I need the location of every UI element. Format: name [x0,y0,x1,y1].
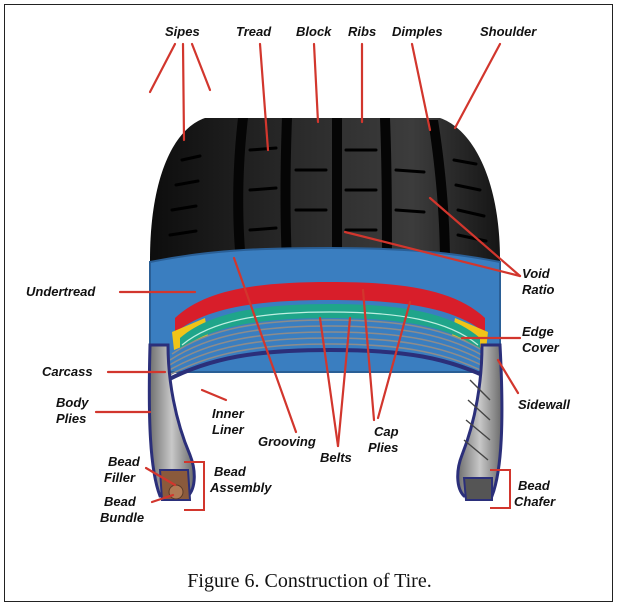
label-bead-chafer-1: Bead [518,478,551,493]
label-bead-chafer-2: Chafer [514,494,556,509]
label-carcass: Carcass [42,364,93,379]
label-bead-bundle-2: Bundle [100,510,144,525]
label-bead-assembly-2: Assembly [209,480,272,495]
label-bead-assembly-1: Bead [214,464,247,479]
label-undertread: Undertread [26,284,96,299]
label-ribs: Ribs [348,24,376,39]
label-belts: Belts [320,450,352,465]
label-cap-plies-1: Cap [374,424,399,439]
label-body-plies-2: Plies [56,411,86,426]
label-bead-filler-1: Bead [108,454,141,469]
label-void-ratio-2: Ratio [522,282,555,297]
bead-right [464,478,492,500]
label-sidewall: Sidewall [518,397,570,412]
label-inner-liner-1: Inner [212,406,245,421]
label-body-plies-1: Body [56,395,89,410]
label-sipes: Sipes [165,24,200,39]
label-bead-bundle-1: Bead [104,494,137,509]
figure-caption: Figure 6. Construction of Tire. [0,570,619,593]
label-tread: Tread [236,24,272,39]
label-grooving: Grooving [258,434,316,449]
label-bead-filler-2: Filler [104,470,136,485]
label-void-ratio-1: Void [522,266,551,281]
label-edge-cover-1: Edge [522,324,554,339]
label-shoulder: Shoulder [480,24,537,39]
label-edge-cover-2: Cover [522,340,560,355]
label-inner-liner-2: Liner [212,422,245,437]
label-block: Block [296,24,332,39]
label-cap-plies-2: Plies [368,440,398,455]
bead-bundle-left [169,485,183,499]
label-dimples: Dimples [392,24,443,39]
